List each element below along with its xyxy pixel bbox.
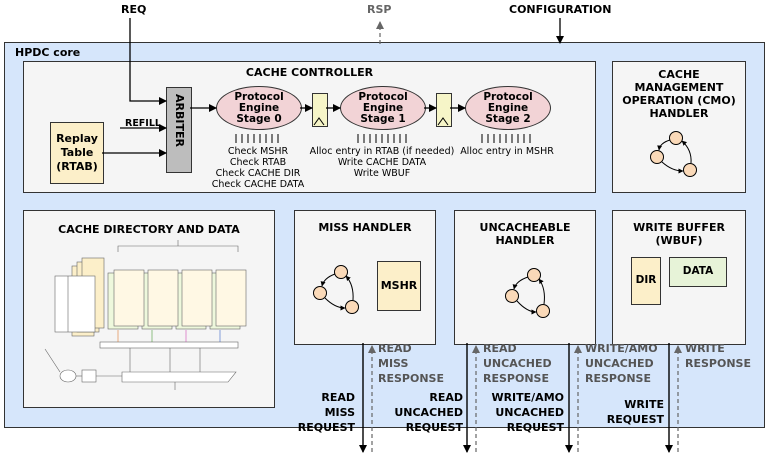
directory-title: CACHE DIRECTORY AND DATA (58, 223, 240, 236)
arbiter-label: ARBITER (173, 94, 186, 147)
replay-table-label: Replay Table (RTAB) (56, 132, 98, 173)
directory-sketch (44, 240, 247, 390)
core-label: HPDC core (15, 46, 81, 59)
read-miss-response-label: READ MISS RESPONSE (378, 342, 444, 385)
write-io (665, 343, 682, 453)
stage-0-access-arrows (235, 134, 279, 143)
stage-0-label: Protocol Engine Stage 0 (234, 91, 284, 125)
configuration-label: CONFIGURATION (509, 3, 612, 16)
miss-state-loop (313, 265, 359, 314)
uncached-read-io (463, 343, 480, 453)
req-label: REQ (121, 3, 147, 16)
uncacheable-handler: UNCACHEABLE HANDLER (454, 210, 596, 345)
wbuf-dir: DIR (631, 257, 661, 305)
stage-1-notes: Alloc entry in RTAB (if needed) Write CA… (309, 146, 455, 179)
wbuf-dir-label: DIR (635, 274, 657, 286)
stage-2-label: Protocol Engine Stage 2 (483, 91, 533, 125)
protocol-engine-stage-1: Protocol Engine Stage 1 (340, 86, 426, 130)
write-amo-uncached-request-label: WRITE/AMO UNCACHED REQUEST (491, 391, 564, 434)
uncacheable-title: UNCACHEABLE HANDLER (479, 221, 571, 247)
wbuf-data: DATA (669, 257, 727, 287)
replay-table: Replay Table (RTAB) (50, 122, 104, 184)
mshr-box: MSHR (377, 261, 421, 311)
write-request-label: WRITE REQUEST (606, 398, 664, 426)
stage-1-label: Protocol Engine Stage 1 (358, 91, 408, 125)
cmo-handler: CACHE MANAGEMENT OPERATION (CMO) HANDLER (612, 61, 746, 193)
cache-controller-title: CACHE CONTROLLER (245, 66, 374, 79)
refill-label: REFILL (125, 118, 161, 129)
stage-2-notes: Alloc entry in MSHR (460, 146, 554, 157)
write-response-label: WRITE RESPONSE (685, 342, 751, 370)
stage-1-access-arrows (357, 134, 407, 143)
mshr-label: MSHR (380, 279, 418, 292)
read-uncached-response-label: READ UNCACHED RESPONSE (483, 342, 552, 385)
read-uncached-request-label: READ UNCACHED REQUEST (394, 391, 463, 434)
cmo-state-loop (650, 131, 697, 177)
miss-handler-title: MISS HANDLER (318, 221, 412, 234)
read-miss-request-label: READ MISS REQUEST (297, 391, 355, 434)
uncacheable-state-loop (505, 268, 550, 318)
rsp-label: RSP (367, 3, 392, 16)
write-amo-uncached-response-label: WRITE/AMO UNCACHED RESPONSE (585, 342, 658, 385)
wbuf-data-label: DATA (682, 265, 714, 277)
uncached-write-io (565, 343, 582, 453)
protocol-engine-stage-2: Protocol Engine Stage 2 (465, 86, 551, 130)
miss-io (359, 343, 376, 453)
stage-2-access-arrows (481, 134, 531, 143)
stage-0-notes: Check MSHR Check RTAB Check CACHE DIR Ch… (211, 146, 305, 190)
wbuf-title: WRITE BUFFER (WBUF) (633, 221, 725, 247)
cmo-title: CACHE MANAGEMENT OPERATION (CMO) HANDLER (622, 68, 736, 120)
req-arrow (129, 18, 167, 105)
